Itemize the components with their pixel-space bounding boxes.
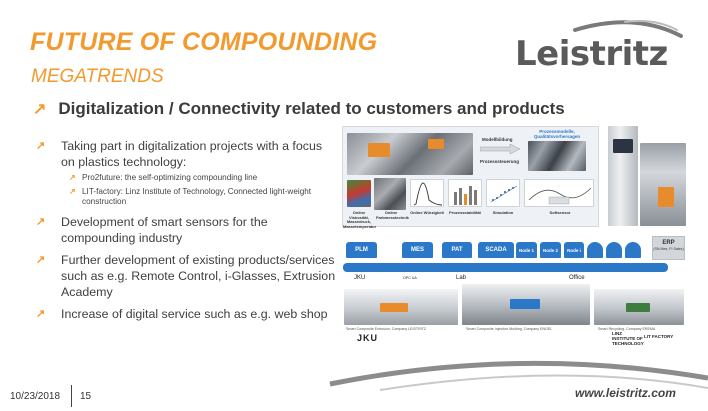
process-caption: Online Würzigkeit bbox=[410, 210, 444, 215]
control-label: Prozesssteuerung bbox=[480, 159, 520, 164]
jku-logo: JKU bbox=[357, 333, 379, 343]
arrow-bullet-icon: ↗ bbox=[36, 215, 46, 228]
sub-bullet-text: LIT-factory: Linz Institute of Technolog… bbox=[82, 186, 312, 207]
footer-divider bbox=[71, 385, 72, 407]
model-label: Modellbildung bbox=[482, 137, 513, 142]
module-plm: PLM bbox=[346, 242, 377, 258]
footer-url: www.leistritz.com bbox=[575, 386, 676, 400]
module-slot bbox=[625, 242, 641, 258]
factory-caption: Smart Composite Extrusion, Company LEIST… bbox=[346, 327, 427, 331]
module-mes: MES bbox=[402, 242, 433, 258]
bullet-item: ↗ Further development of existing produc… bbox=[36, 252, 336, 300]
bullet-item: ↗ Taking part in digitalization projects… bbox=[36, 138, 336, 170]
section-heading: ↗ Digitalization / Connectivity related … bbox=[33, 99, 565, 119]
plot-box bbox=[410, 179, 444, 207]
module-node-1: Node 1 bbox=[516, 242, 537, 258]
module-scada: SCADA bbox=[478, 242, 514, 258]
machine-accent bbox=[626, 303, 650, 312]
color-meter-photo bbox=[374, 178, 406, 210]
node-label-lab: Lab bbox=[456, 275, 467, 281]
softsensor-box bbox=[524, 179, 594, 207]
bullet-text: Increase of digital service such as e.g.… bbox=[61, 306, 328, 321]
node-label-opc: OPC UA bbox=[403, 276, 417, 280]
process-caption: Softsensor bbox=[549, 210, 571, 215]
sensor-photo bbox=[347, 180, 371, 207]
orange-part bbox=[428, 139, 444, 149]
sub-bullet-item: ↗ Pro2future: the self-optimizing compou… bbox=[69, 173, 336, 184]
arrow-bullet-icon: ↗ bbox=[36, 307, 46, 320]
bullet-text: Further development of existing products… bbox=[61, 252, 336, 299]
bullet-text: Development of smart sensors for the com… bbox=[61, 214, 268, 245]
module-node-i: Node i bbox=[564, 242, 584, 258]
logo-swoosh-icon bbox=[573, 20, 683, 38]
bullet-item: ↗ Development of smart sensors for the c… bbox=[36, 214, 336, 246]
slide-title: FUTURE OF COMPOUNDING bbox=[30, 28, 378, 56]
arrow-bullet-icon: ↗ bbox=[36, 140, 46, 152]
machine-frame bbox=[640, 143, 686, 226]
slide-subtitle: MEGATRENDS bbox=[31, 66, 164, 87]
extruder-photo bbox=[347, 133, 473, 175]
logo-text: Leistritz bbox=[515, 34, 668, 74]
footer-swoosh-icon bbox=[329, 360, 708, 391]
module-node-2: Node 2 bbox=[540, 242, 561, 258]
module-slot bbox=[606, 242, 622, 258]
process-caption: Simulation bbox=[492, 210, 514, 215]
scatter-icon bbox=[490, 185, 518, 203]
sub-bullet-text: Pro2future: the self-optimizing compound… bbox=[82, 173, 258, 182]
process-caption: Prozessstabilität bbox=[449, 210, 481, 215]
rheology-curve-icon bbox=[413, 182, 443, 206]
leistritz-logo: Leistritz bbox=[515, 14, 685, 74]
cabinet-screen bbox=[613, 139, 633, 153]
node-label-jku: JKU bbox=[354, 275, 366, 281]
process-caption: Online Farbmesstechnik bbox=[376, 210, 409, 220]
orange-unit bbox=[658, 187, 674, 207]
stability-chart bbox=[448, 179, 482, 207]
orange-part bbox=[368, 143, 390, 157]
erp-box: ERP (SN Mes, FI Sales) bbox=[652, 236, 685, 260]
lit-factory-logo: LIT FACTORY bbox=[644, 334, 674, 339]
arrow-bullet-icon: ↗ bbox=[33, 101, 47, 118]
factory-caption: Smart Recycling, Company EREMA bbox=[598, 327, 656, 331]
factory-caption: Smart Composite Injection Molding, Compa… bbox=[466, 327, 553, 331]
page-number: 15 bbox=[80, 391, 92, 402]
heading-text: Digitalization / Connectivity related to… bbox=[58, 99, 565, 118]
bar-chart-icon bbox=[454, 186, 477, 205]
sub-bullet-item: ↗ LIT-factory: Linz Institute of Technol… bbox=[69, 187, 336, 208]
machine-accent bbox=[510, 299, 540, 309]
module-pat: PAT bbox=[442, 242, 472, 258]
lit-logo: LINZ INSTITUTE OF TECHNOLOGY bbox=[612, 331, 644, 346]
erp-label: ERP bbox=[662, 240, 675, 246]
footer-date: 10/23/2018 bbox=[10, 391, 61, 402]
bullet-list: ↗ Taking part in digitalization projects… bbox=[36, 138, 336, 328]
softsensor-icon bbox=[528, 187, 592, 205]
digitalization-figure: Modellbildung Prozesssteuerung Prozessmo… bbox=[340, 123, 687, 355]
screws-photo bbox=[528, 141, 586, 171]
network-bus bbox=[343, 263, 668, 272]
erp-sub-label: (SN Mes, FI Sales) bbox=[653, 247, 684, 251]
machine-accent bbox=[380, 303, 408, 312]
sub-bullet-list: ↗ Pro2future: the self-optimizing compou… bbox=[36, 173, 336, 208]
simulation-chart bbox=[486, 179, 520, 207]
arrow-bullet-icon: ↗ bbox=[69, 173, 76, 182]
right-arrow-icon bbox=[480, 144, 520, 154]
arrow-bullet-icon: ↗ bbox=[36, 253, 46, 266]
node-label-office: Office bbox=[569, 275, 585, 281]
module-slot bbox=[587, 242, 603, 258]
result-label: Prozessmodelle, Qualitätsvorhersagen bbox=[533, 129, 581, 139]
bullet-item: ↗ Increase of digital service such as e.… bbox=[36, 306, 336, 322]
process-caption: Online Viskosität, Massedruck, Massetemp… bbox=[343, 210, 377, 229]
arrow-bullet-icon: ↗ bbox=[69, 186, 76, 196]
bullet-text: Taking part in digitalization projects w… bbox=[61, 139, 323, 169]
